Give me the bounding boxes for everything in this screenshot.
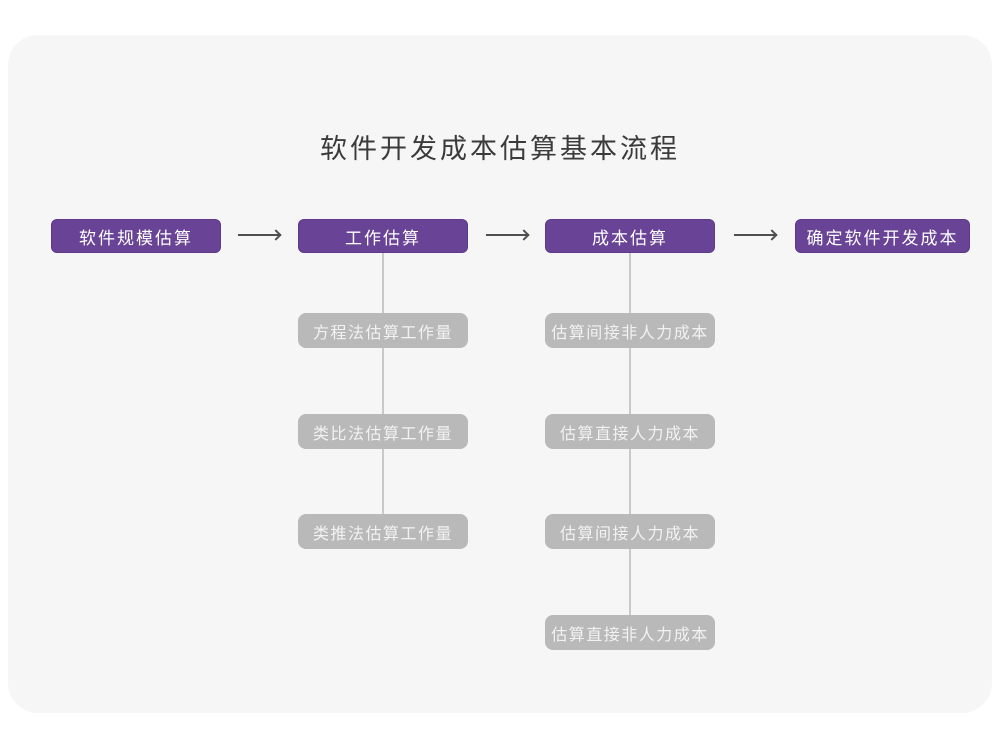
diagram-title: 软件开发成本估算基本流程 bbox=[320, 134, 680, 164]
sub-node-analogy-method: 类比法估算工作量 bbox=[298, 414, 468, 449]
sub-node-extrapolation-method: 类推法估算工作量 bbox=[298, 514, 468, 549]
main-step-determine-dev-cost: 确定软件开发成本 bbox=[795, 219, 970, 253]
arrow-icon bbox=[734, 234, 776, 236]
connector-line-work-estimation bbox=[382, 253, 384, 516]
main-step-work-estimation: 工作估算 bbox=[298, 219, 468, 253]
main-step-software-scale-estimation: 软件规模估算 bbox=[51, 219, 221, 253]
sub-node-direct-labor-cost: 估算直接人力成本 bbox=[545, 414, 715, 449]
sub-node-direct-nonlabor-cost: 估算直接非人力成本 bbox=[545, 615, 715, 650]
arrow-icon bbox=[486, 234, 528, 236]
sub-node-equation-method: 方程法估算工作量 bbox=[298, 313, 468, 348]
sub-node-indirect-nonlabor-cost: 估算间接非人力成本 bbox=[545, 313, 715, 348]
sub-node-indirect-labor-cost: 估算间接人力成本 bbox=[545, 514, 715, 549]
flowchart-card: 软件开发成本估算基本流程 软件规模估算 工作估算 成本估算 确定软件开发成本 方… bbox=[8, 35, 992, 713]
arrow-icon bbox=[238, 234, 280, 236]
main-step-cost-estimation: 成本估算 bbox=[545, 219, 715, 253]
